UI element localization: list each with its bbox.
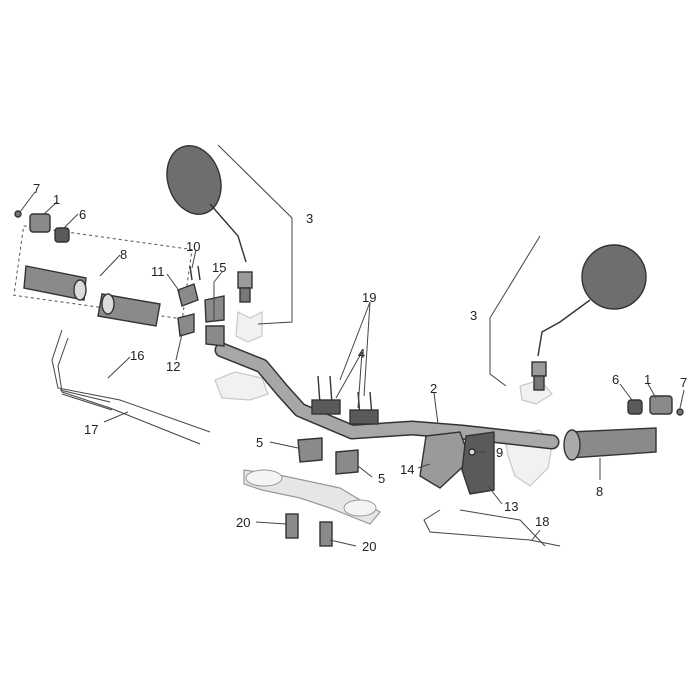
callout-8-right: 8 — [596, 484, 603, 499]
right-grip-set — [563, 395, 684, 461]
riser-clamps — [297, 375, 379, 475]
triple-clamp — [243, 469, 381, 525]
throttle-housing — [419, 431, 495, 495]
left-mirror — [166, 145, 253, 303]
callout-1-left: 1 — [53, 192, 60, 207]
callout-7-right: 7 — [680, 375, 687, 390]
callout-19: 19 — [362, 290, 376, 305]
leader-lines — [19, 144, 685, 547]
callout-7-left: 7 — [33, 181, 40, 196]
bolts — [285, 513, 333, 547]
callout-1-right: 1 — [644, 372, 651, 387]
handlebar-tube — [214, 342, 560, 450]
callout-16: 16 — [130, 348, 144, 363]
callout-15: 15 — [212, 260, 226, 275]
callout-9: 9 — [496, 445, 503, 460]
cable-18 — [423, 509, 561, 547]
callout-12: 12 — [166, 359, 180, 374]
callout-20-a: 20 — [236, 515, 250, 530]
callout-6-right: 6 — [612, 372, 619, 387]
right-mirror — [531, 244, 647, 391]
callout-8-left: 8 — [120, 247, 127, 262]
callout-17: 17 — [84, 422, 98, 437]
callout-2: 2 — [430, 381, 437, 396]
callout-4: 4 — [358, 346, 365, 361]
left-grip-set — [13, 210, 193, 327]
callout-10: 10 — [186, 239, 200, 254]
callout-20-b: 20 — [362, 539, 376, 554]
callout-5-a: 5 — [256, 435, 263, 450]
callout-18: 18 — [535, 514, 549, 529]
callout-14: 14 — [400, 462, 414, 477]
callout-6-left: 6 — [79, 207, 86, 222]
callout-13: 13 — [504, 499, 518, 514]
callout-5-b: 5 — [378, 471, 385, 486]
callout-labels: 7 1 6 8 10 11 15 12 3 16 17 19 4 2 3 5 5… — [33, 181, 687, 554]
callout-3-left: 3 — [306, 211, 313, 226]
throttle-cables — [51, 329, 211, 445]
callout-11: 11 — [151, 264, 165, 279]
clamp-parts — [177, 265, 225, 347]
callout-3-right: 3 — [470, 308, 477, 323]
